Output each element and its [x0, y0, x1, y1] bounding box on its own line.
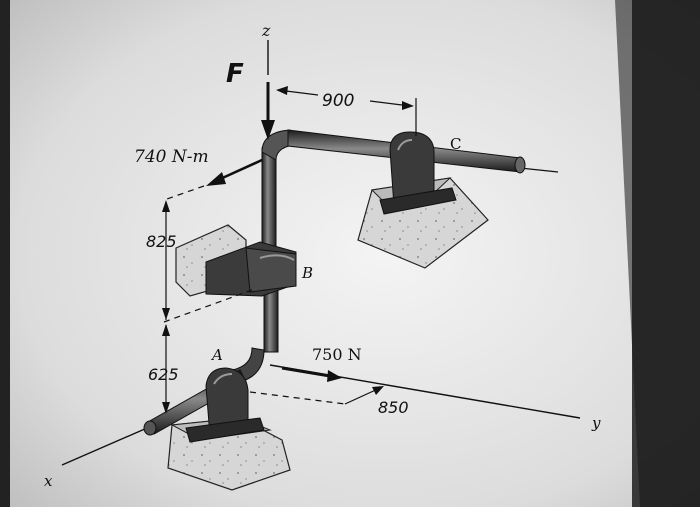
dimension-625	[162, 324, 170, 414]
z-axis-label: z	[261, 21, 271, 40]
moment-740-label: 740 N-m	[134, 147, 209, 167]
y-axis-label: y	[591, 414, 601, 432]
dimension-625-label: 625	[148, 365, 179, 384]
dimension-825-label: 825	[146, 232, 177, 251]
force-f-label: F	[226, 59, 244, 89]
bearing-a	[185, 367, 265, 443]
dark-corner-left	[0, 0, 10, 507]
force-f-arrow	[261, 82, 275, 140]
shaft-end-a	[143, 420, 157, 436]
dimension-850-label: 850	[378, 398, 409, 417]
force-750-arrow	[281, 366, 342, 382]
vertical-shaft-lower	[263, 289, 279, 353]
moment-740-arrow	[163, 158, 263, 201]
shaft-axis-extension	[519, 167, 559, 173]
force-750-label: 750 N	[312, 345, 362, 364]
bearing-c	[379, 131, 457, 215]
dimension-900-label: 900	[322, 91, 354, 111]
bearing-b	[205, 241, 297, 297]
point-b-label: B	[301, 264, 313, 282]
dimension-825	[162, 200, 253, 323]
dimension-850	[249, 386, 384, 405]
page-edge-shadow	[615, 0, 700, 507]
point-c-label: C	[450, 135, 461, 153]
shaft-end-c	[514, 156, 526, 174]
dimension-900	[276, 86, 417, 136]
x-axis-label: x	[44, 472, 53, 490]
point-a-label: A	[210, 346, 223, 364]
